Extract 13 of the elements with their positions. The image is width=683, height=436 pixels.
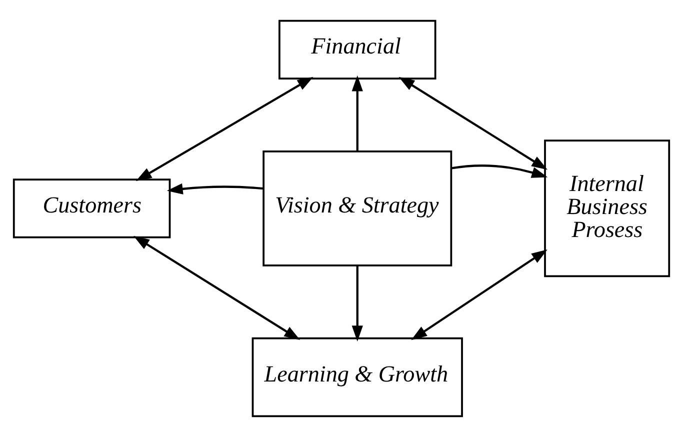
node-box: Internal Business Prosess [544,139,670,277]
arrow [352,74,363,151]
arrow [451,164,548,178]
arrow [136,76,314,181]
node-box: Vision & Strategy [262,150,452,266]
node-box: Learning & Growth [252,336,463,417]
arrow [166,182,264,194]
node-box: Financial [278,19,436,79]
arrow [398,76,548,170]
arrow [352,265,363,342]
arrow [411,248,548,340]
node-box: Customers [12,178,171,238]
arrow [134,235,300,340]
